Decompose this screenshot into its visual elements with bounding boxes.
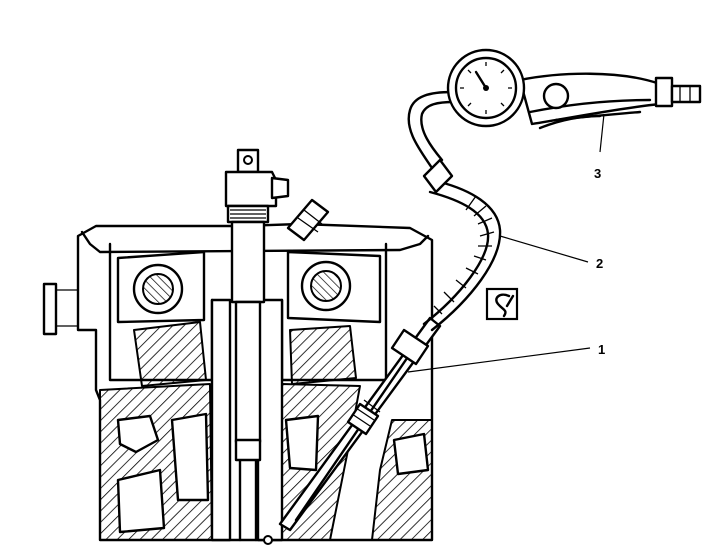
callout-label-2: 2 (596, 256, 603, 271)
left-tappet-block (133, 321, 207, 387)
callout-leader-3 (599, 113, 605, 153)
callout-label-3: 3 (594, 166, 601, 181)
right-tappet-block (289, 325, 357, 385)
flexible-hose (407, 90, 502, 332)
fuel-injector (224, 148, 330, 542)
left-camshaft (132, 263, 184, 315)
right-camshaft (300, 260, 352, 312)
callout-leader-2 (499, 235, 589, 263)
adapter-glow-plug-bore (263, 316, 442, 545)
pressure-gauge-icon (446, 48, 526, 128)
compression-tester-gauge (446, 48, 702, 130)
special-tool-symbol-icon (485, 287, 519, 321)
callout-label-1: 1 (598, 342, 605, 357)
callout-leader-1 (407, 347, 591, 373)
cylinder-head (42, 222, 434, 542)
